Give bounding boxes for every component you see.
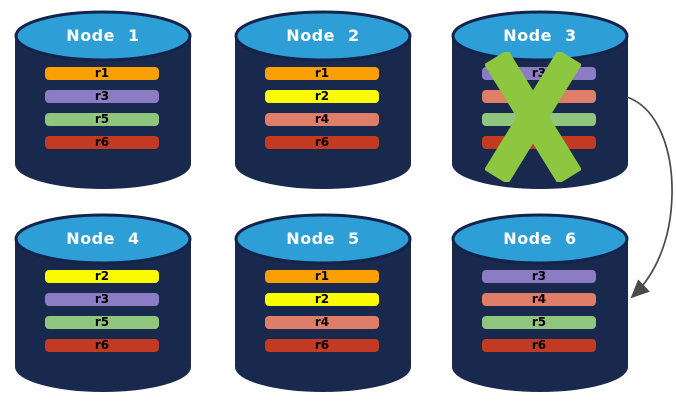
replica-bar: r1: [45, 67, 159, 80]
node-title: Node 3: [503, 26, 577, 45]
replica-bar: r6: [45, 339, 159, 352]
node-6: Node 6 r3 r4 r5 r6: [449, 211, 631, 393]
node-4: Node 4 r2 r3 r5 r6: [12, 211, 194, 393]
replica-label: r3: [94, 89, 110, 103]
node-title: Node 5: [286, 229, 360, 248]
node-title: Node 2: [286, 26, 360, 45]
replica-label: r4: [314, 315, 330, 329]
replica-label: r3: [94, 292, 110, 306]
replica-bar: r4: [265, 113, 379, 126]
replica-label: r4: [531, 292, 547, 306]
replica-label: r1: [94, 66, 110, 80]
replica-label: r6: [531, 338, 547, 352]
node-3: Node 3 r3: [449, 8, 631, 190]
replica-label: r2: [314, 292, 330, 306]
node-5: Node 5 r1 r2 r4 r6: [232, 211, 414, 393]
replica-list: r3 r4 r5 r6: [482, 270, 596, 362]
replica-bar: r4: [265, 316, 379, 329]
replica-bar: r2: [265, 293, 379, 306]
replica-bar: r4: [482, 293, 596, 306]
node-2: Node 2 r1 r2 r4 r6: [232, 8, 414, 190]
replica-label: r6: [94, 338, 110, 352]
replica-bar: r5: [45, 113, 159, 126]
replica-label: r6: [314, 338, 330, 352]
node-title: Node 6: [503, 229, 577, 248]
failover-arrow: [626, 96, 673, 299]
replica-bar: r5: [45, 316, 159, 329]
replica-bar: r3: [45, 293, 159, 306]
node-1: Node 1 r1 r3 r5 r6: [12, 8, 194, 190]
replica-label: r1: [314, 269, 330, 283]
replica-list: r2 r3 r5 r6: [45, 270, 159, 362]
replica-bar: r3: [45, 90, 159, 103]
replica-label: r5: [94, 112, 110, 126]
replica-label: r6: [314, 135, 330, 149]
node-title: Node 4: [66, 229, 140, 248]
replica-label: r3: [531, 269, 547, 283]
replica-bar: r6: [265, 136, 379, 149]
replica-label: r6: [94, 135, 110, 149]
replica-bar: r5: [482, 316, 596, 329]
replica-label: r2: [94, 269, 110, 283]
replica-bar: r1: [265, 270, 379, 283]
replica-list: r1 r2 r4 r6: [265, 67, 379, 159]
replica-bar: r2: [265, 90, 379, 103]
replica-list: r1 r3 r5 r6: [45, 67, 159, 159]
replica-label: r1: [314, 66, 330, 80]
replica-bar: r3: [482, 270, 596, 283]
replica-label: r5: [94, 315, 110, 329]
replica-label: r2: [314, 89, 330, 103]
replica-bar: r6: [482, 339, 596, 352]
replica-label: r5: [531, 315, 547, 329]
replica-bar: r2: [45, 270, 159, 283]
failure-x-icon: [485, 52, 581, 182]
replica-list: r1 r2 r4 r6: [265, 270, 379, 362]
replica-bar: r6: [45, 136, 159, 149]
replica-label: r4: [314, 112, 330, 126]
replica-bar: r6: [265, 339, 379, 352]
replica-bar: r1: [265, 67, 379, 80]
node-title: Node 1: [66, 26, 140, 45]
